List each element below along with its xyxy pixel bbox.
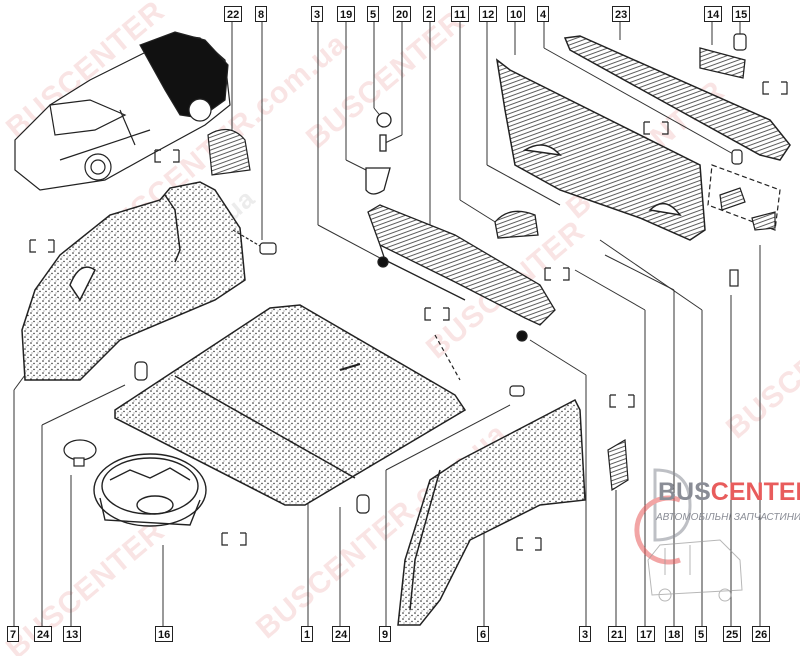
callout-11: 11 bbox=[451, 6, 469, 22]
callout-1: 1 bbox=[301, 626, 314, 642]
part-25-26-brackets bbox=[707, 149, 781, 287]
leader-lines bbox=[13, 22, 761, 632]
callout-13: 13 bbox=[63, 626, 82, 642]
part-7-left-side-trim bbox=[21, 181, 246, 381]
part-23-upper-trim bbox=[563, 35, 791, 161]
callout-24: 24 bbox=[34, 626, 53, 642]
callout-5: 5 bbox=[367, 6, 380, 22]
callout-10: 10 bbox=[507, 6, 526, 22]
vehicle-overview bbox=[14, 31, 231, 191]
callout-3b: 3 bbox=[579, 626, 592, 642]
part-8-bolt bbox=[232, 229, 277, 255]
callout-23: 23 bbox=[612, 6, 631, 22]
callout-14: 14 bbox=[704, 6, 723, 22]
part-9-bolt bbox=[509, 385, 525, 397]
callout-26: 26 bbox=[752, 626, 771, 642]
callout-18: 18 bbox=[665, 626, 684, 642]
callout-6: 6 bbox=[477, 626, 490, 642]
callout-22: 22 bbox=[224, 6, 243, 22]
part-15-clip bbox=[733, 33, 747, 51]
callout-25: 25 bbox=[723, 626, 742, 642]
callout-16: 16 bbox=[155, 626, 174, 642]
part-1-floor-panel bbox=[114, 304, 467, 506]
reference-boxes bbox=[29, 81, 788, 551]
callout-21: 21 bbox=[608, 626, 627, 642]
callout-20: 20 bbox=[393, 6, 412, 22]
logo-center-text: CENTER bbox=[710, 478, 800, 506]
part-20-screw bbox=[379, 134, 387, 152]
callout-12: 12 bbox=[479, 6, 498, 22]
part-24-bolt bbox=[134, 361, 370, 514]
part-21-bracket bbox=[607, 438, 629, 492]
part-13-clip bbox=[63, 439, 97, 467]
callout-8: 8 bbox=[255, 6, 268, 22]
callout-5b: 5 bbox=[695, 626, 708, 642]
callout-9: 9 bbox=[379, 626, 392, 642]
callout-7: 7 bbox=[7, 626, 20, 642]
part-16-storage-tray bbox=[93, 453, 207, 527]
part-19-loop-bracket bbox=[365, 112, 528, 342]
callout-15: 15 bbox=[732, 6, 751, 22]
part-10-tailgate-trim bbox=[495, 58, 706, 241]
part-22-grille bbox=[207, 129, 251, 176]
buscenter-logo: BUSCENTER АВТОМОБІЛЬНІ ЗАПЧАСТИНИ bbox=[628, 468, 800, 548]
callout-3: 3 bbox=[311, 6, 324, 22]
callout-19: 19 bbox=[337, 6, 356, 22]
logo-tagline: АВТОМОБІЛЬНІ ЗАПЧАСТИНИ bbox=[656, 512, 800, 523]
part-11-handle-cup bbox=[494, 210, 539, 239]
part-14-pad bbox=[699, 47, 746, 79]
logo-bus-text: BUS bbox=[658, 478, 711, 506]
callout-4: 4 bbox=[537, 6, 550, 22]
van-illustration bbox=[647, 539, 743, 602]
logo-emblem bbox=[634, 468, 692, 565]
part-6-right-side-trim bbox=[397, 398, 586, 626]
callout-24b: 24 bbox=[332, 626, 351, 642]
logo-wordmark: BUSCENTER bbox=[658, 478, 800, 507]
callout-17: 17 bbox=[637, 626, 656, 642]
part-5-cap bbox=[376, 112, 392, 128]
callout-2: 2 bbox=[423, 6, 436, 22]
